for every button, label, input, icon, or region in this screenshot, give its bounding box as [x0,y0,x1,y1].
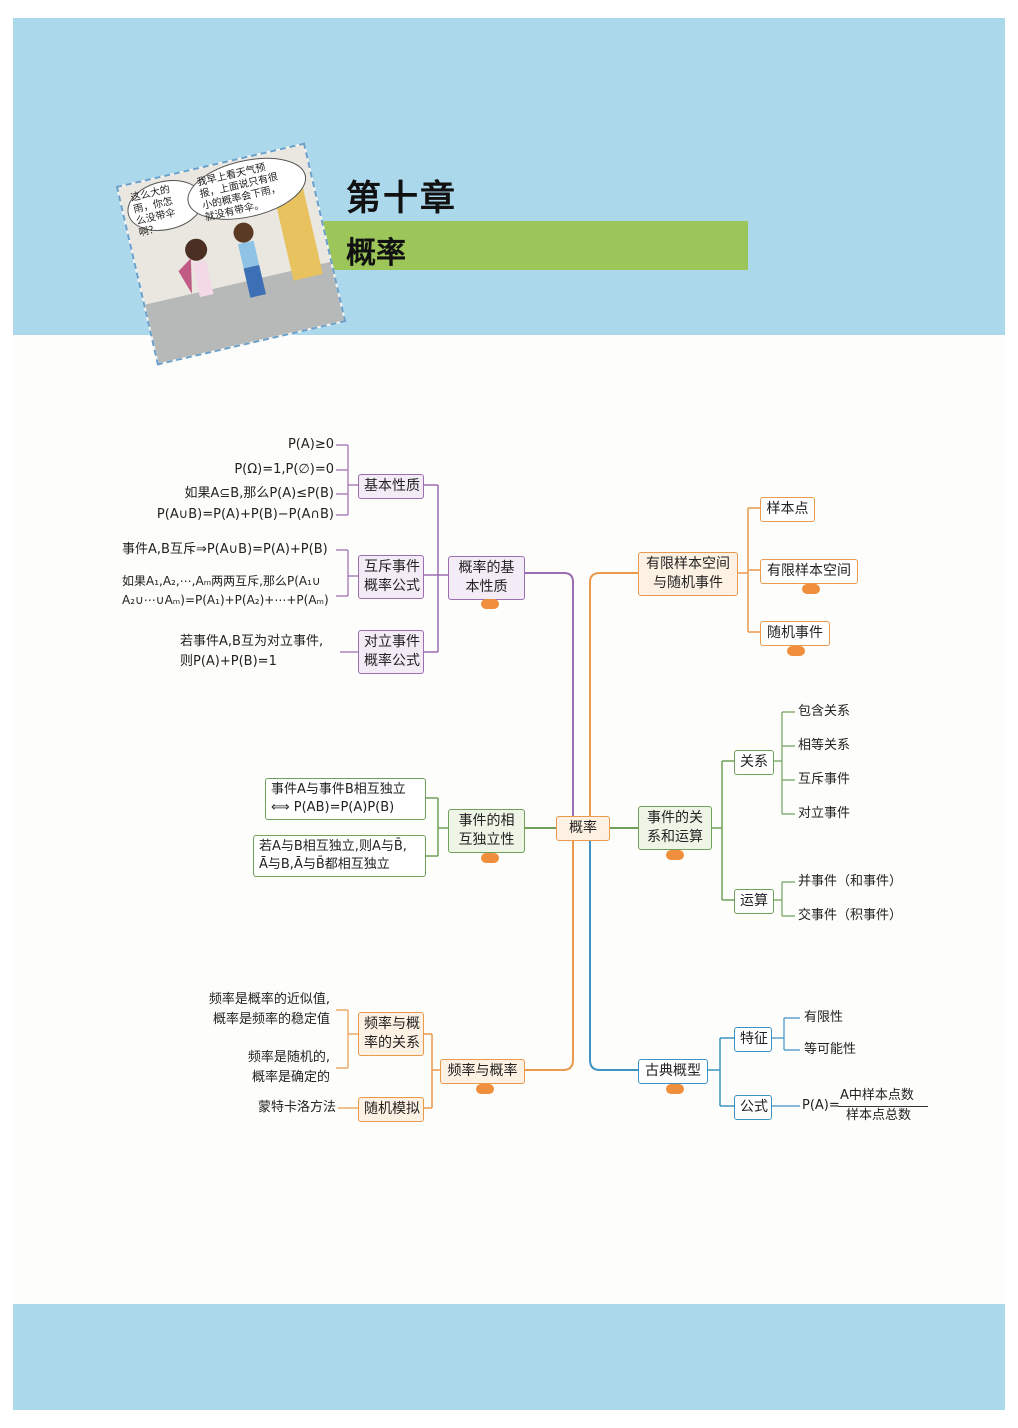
feature-item: 有限性 [804,1009,843,1027]
node-label: 与随机事件 [644,574,732,593]
frequency-relation-item: 频率是概率的近似值, [150,991,330,1009]
badge-icon [802,584,820,594]
independence-property-box: 若A与B相互独立,则A与B̄, Ā与B,Ā与B̄都相互独立 [253,835,426,877]
random-event-node[interactable]: 随机事件 [760,621,830,646]
box-text: 事件A与事件B相互独立 [271,781,420,799]
badge-icon [481,853,499,863]
relations-node[interactable]: 事件的关 系和运算 [638,806,712,850]
basic-nature-item: 如果A⊆B,那么P(A)≤P(B) [120,485,334,503]
relation-item: 对立事件 [798,805,850,823]
complementary-item: 若事件A,B互为对立事件, [180,633,323,651]
independence-definition-box: 事件A与事件B相互独立 ⟺ P(AB)=P(A)P(B) [265,778,426,820]
sample-point-node[interactable]: 样本点 [760,497,815,522]
mutually-exclusive-node[interactable]: 互斥事件 概率公式 [358,555,424,599]
node-label: 互斥事件 [364,558,418,577]
box-text: 若A与B相互独立,则A与B̄, [259,838,420,856]
node-label: 本性质 [454,578,519,597]
node-label: 互独立性 [454,831,519,850]
simulation-node[interactable]: 随机模拟 [358,1097,424,1122]
frequency-relation-node[interactable]: 频率与概 率的关系 [358,1012,424,1056]
node-label: 概率的基 [454,559,519,578]
frequency-relation-item: 频率是随机的, [150,1049,330,1067]
formula-numerator: A中样本点数 [840,1087,914,1105]
relation-node[interactable]: 关系 [734,750,774,775]
badge-icon [666,850,684,860]
mutually-exclusive-item: 如果A₁,A₂,⋯,Aₘ两两互斥,那么P(A₁∪ [122,572,321,590]
mutually-exclusive-item: 事件A,B互斥⇒P(A∪B)=P(A)+P(B) [122,541,328,559]
formula-node[interactable]: 公式 [734,1095,772,1120]
badge-icon [666,1084,684,1094]
node-label: 事件的关 [644,809,706,828]
feature-item: 等可能性 [804,1041,856,1059]
frequency-relation-item: 概率是确定的 [150,1069,330,1087]
node-label: 事件的相 [454,812,519,831]
independence-node[interactable]: 事件的相 互独立性 [448,809,525,853]
node-label: 有限样本空间 [644,555,732,574]
box-text: ⟺ P(AB)=P(A)P(B) [271,799,420,817]
center-node[interactable]: 概率 [556,816,610,841]
badge-icon [481,599,499,609]
basic-properties-node[interactable]: 概率的基 本性质 [448,556,525,600]
frequency-relation-item: 概率是频率的稳定值 [150,1011,330,1029]
box-text: Ā与B,Ā与B̄都相互独立 [259,856,420,874]
node-label: 系和运算 [644,828,706,847]
badge-icon [787,646,805,656]
node-label: 率的关系 [364,1034,418,1053]
finite-sample-space-node[interactable]: 有限样本空间 [760,559,858,584]
formula-denominator: 样本点总数 [846,1107,911,1125]
complementary-node[interactable]: 对立事件 概率公式 [358,630,424,674]
basic-nature-item: P(A)≥0 [120,436,334,454]
basic-nature-node[interactable]: 基本性质 [358,474,424,499]
simulation-item: 蒙特卡洛方法 [200,1099,336,1117]
node-label: 概率公式 [364,577,418,596]
operation-node[interactable]: 运算 [734,889,774,914]
relation-item: 互斥事件 [798,771,850,789]
operation-item: 并事件（和事件） [798,873,902,891]
basic-nature-item: P(Ω)=1,P(∅)=0 [120,461,334,479]
basic-nature-item: P(A∪B)=P(A)+P(B)−P(A∩B) [120,506,334,524]
operation-item: 交事件（积事件） [798,907,902,925]
node-label: 频率与概 [364,1015,418,1034]
classical-node[interactable]: 古典概型 [638,1059,708,1084]
formula-lhs: P(A)= [802,1097,840,1115]
feature-node[interactable]: 特征 [734,1027,772,1052]
relation-item: 相等关系 [798,737,850,755]
mutually-exclusive-item: A₂∪⋯∪Aₘ)=P(A₁)+P(A₂)+⋯+P(Aₘ) [122,591,329,609]
node-label: 概率公式 [364,652,418,671]
complementary-item: 则P(A)+P(B)=1 [180,653,277,671]
relation-item: 包含关系 [798,703,850,721]
frequency-node[interactable]: 频率与概率 [440,1059,525,1084]
node-label: 对立事件 [364,633,418,652]
badge-icon [476,1084,494,1094]
sample-space-node[interactable]: 有限样本空间 与随机事件 [638,552,738,596]
